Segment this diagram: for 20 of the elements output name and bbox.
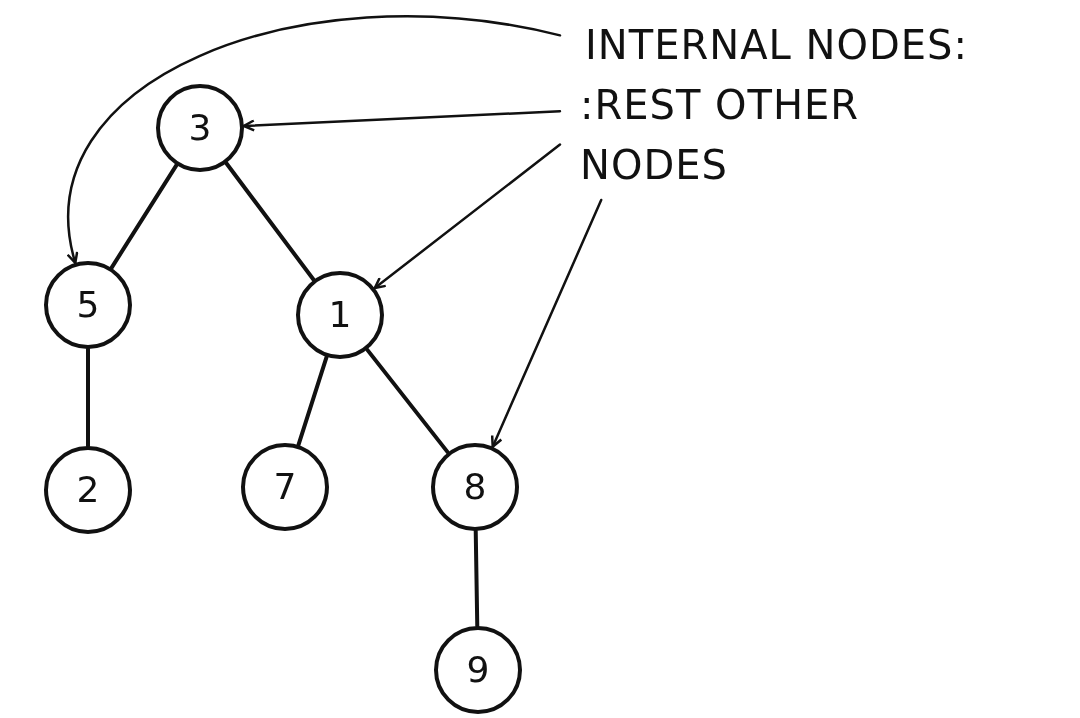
tree-edge <box>296 354 329 448</box>
node-value: 3 <box>188 110 212 146</box>
tree-edge <box>365 347 450 455</box>
note-text: INTERNAL NODES: <box>585 21 969 70</box>
arrow <box>373 143 562 290</box>
node-value: 1 <box>328 297 352 333</box>
tree-edge <box>473 529 480 628</box>
node-value: 9 <box>466 652 490 688</box>
note-text: :REST OTHER NODES <box>580 81 861 190</box>
tree-edge <box>224 161 316 282</box>
tree-edge <box>86 347 90 448</box>
arrow <box>242 109 562 132</box>
tree-edge <box>109 163 179 270</box>
arrow <box>490 198 603 448</box>
node-value: 2 <box>76 472 100 508</box>
arrow <box>67 15 562 265</box>
node-value: 8 <box>463 469 487 505</box>
tree-node-circle <box>296 271 384 359</box>
node-value: 5 <box>76 287 100 323</box>
node-value: 7 <box>273 469 297 505</box>
